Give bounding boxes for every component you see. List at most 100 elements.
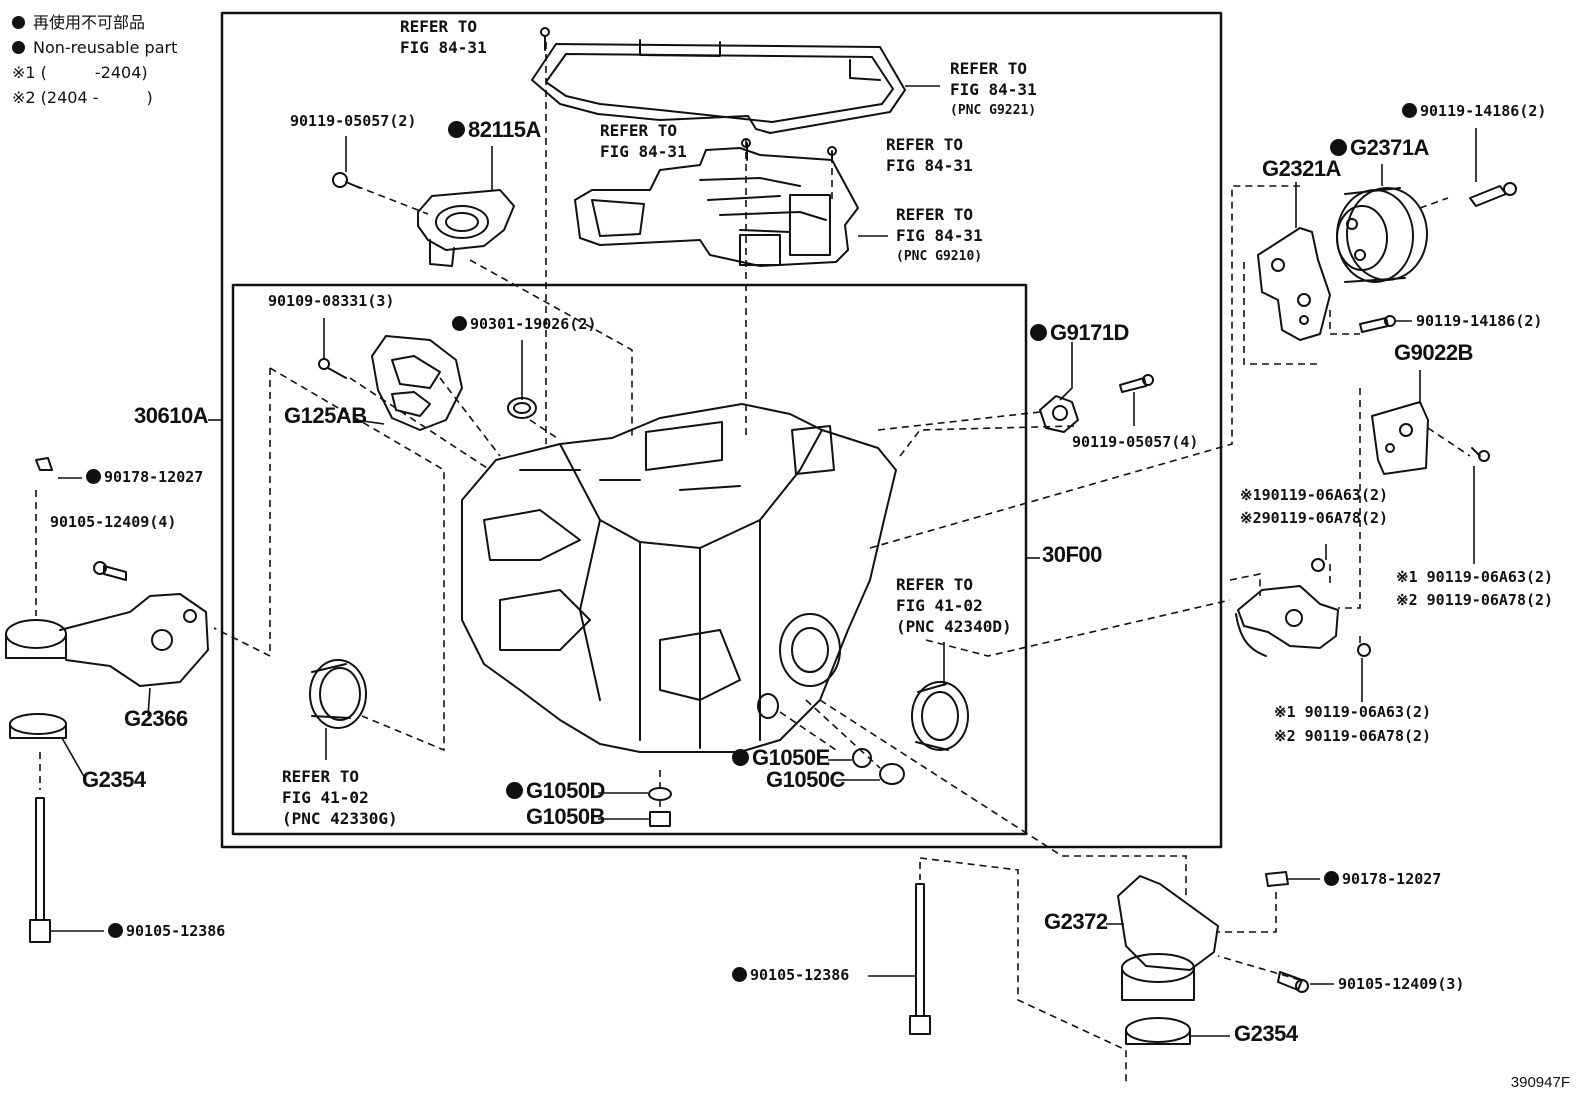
plug-parts-drawing: [648, 748, 905, 827]
refer-callout-seal-left[interactable]: REFER TO FIG 41-02 (PNC 42330G): [282, 766, 398, 829]
part-82115A[interactable]: 82115A: [448, 119, 541, 141]
refer-callout-mid-b[interactable]: REFER TO FIG 84-31: [886, 134, 973, 176]
bracket-G9022B-drawing: [1371, 401, 1490, 475]
oil-cooler-drawing: [318, 335, 537, 431]
refer-pnc: (PNC G9221): [950, 103, 1037, 118]
refer-line: REFER TO: [896, 575, 974, 594]
part-30F00[interactable]: 30F00: [1042, 542, 1102, 567]
part-30610A[interactable]: 30610A: [134, 403, 209, 428]
valve-body-drawing: [574, 138, 859, 267]
transmission-case-drawing: [461, 403, 897, 753]
part-number: G2371A: [1350, 135, 1429, 160]
refer-line: REFER TO: [950, 59, 1028, 78]
refer-callout-pan[interactable]: REFER TO FIG 84-31 (PNC G9221): [950, 58, 1037, 121]
non-reusable-icon: [108, 923, 123, 938]
bolt-90119-14186-top-drawing: [1469, 182, 1517, 207]
part-90119-05057-4[interactable]: 90119-05057(4): [1072, 433, 1199, 451]
pulley-drawing: [1336, 187, 1428, 283]
part-number: G9171D: [1050, 320, 1129, 345]
part-90119-14186-2-bottom[interactable]: 90119-14186(2): [1416, 312, 1543, 330]
refer-fig: FIG 84-31: [950, 80, 1037, 99]
seal-right-drawing: [911, 681, 969, 751]
part-90119-05057-2[interactable]: 90119-05057(2): [290, 112, 417, 130]
part-G2371A[interactable]: G2371A: [1330, 137, 1429, 159]
bracket-G2321A-drawing: [1257, 227, 1331, 341]
inner-frame: [231, 283, 1028, 836]
part-G2354-left[interactable]: G2354: [82, 767, 146, 792]
refer-callout-mid-a[interactable]: REFER TO FIG 84-31: [600, 120, 687, 162]
non-reusable-icon: [1402, 103, 1417, 118]
part-G2366[interactable]: G2366: [124, 706, 188, 731]
legend-note-1: ※1 ( -2404): [12, 63, 148, 82]
left-mount-drawing: [5, 457, 209, 739]
leader-G125AB: [355, 419, 385, 425]
part-90105-12386-left[interactable]: 90105-12386: [108, 923, 225, 940]
part-G9171D[interactable]: G9171D: [1030, 322, 1129, 344]
non-reusable-icon: [1030, 324, 1047, 341]
part-90178-12027-right[interactable]: 90178-12027: [1324, 871, 1441, 888]
bullet-icon: [12, 16, 25, 29]
part-90178-12027-left[interactable]: 90178-12027: [86, 469, 203, 486]
refer-line: REFER TO: [896, 205, 974, 224]
refer-pnc: (PNC 42330G): [282, 809, 398, 828]
part-G1050C[interactable]: G1050C: [766, 767, 845, 792]
part-x2-90119-06A78-b[interactable]: ※2 90119-06A78(2): [1396, 591, 1554, 609]
part-90119-14186-2-top[interactable]: 90119-14186(2): [1402, 103, 1546, 120]
refer-line: REFER TO: [400, 17, 478, 36]
right-lower-mount-drawing: [1117, 871, 1309, 1045]
non-reusable-icon: [1330, 139, 1347, 156]
refer-fig: FIG 41-02: [282, 788, 369, 807]
part-number: G1050E: [752, 745, 830, 770]
oil-pan-drawing: [531, 27, 906, 134]
part-90105-12409-3[interactable]: 90105-12409(3): [1338, 975, 1465, 993]
non-reusable-icon: [732, 749, 749, 766]
part-G1050D[interactable]: G1050D: [506, 780, 605, 802]
part-x2-90119-06A78-a[interactable]: ※290119-06A78(2): [1240, 509, 1389, 527]
part-G9022B[interactable]: G9022B: [1394, 340, 1473, 365]
legend-note-2: ※2 (2404 - ): [12, 88, 153, 107]
refer-fig: FIG 41-02: [896, 596, 983, 615]
refer-callout-valve[interactable]: REFER TO FIG 84-31 (PNC G9210): [896, 204, 983, 267]
part-G1050E[interactable]: G1050E: [732, 747, 830, 769]
long-bolt-left-drawing: [29, 797, 51, 943]
part-number: 90178-12027: [1342, 870, 1442, 888]
leader-g2354-left: [61, 737, 87, 781]
part-G1050B[interactable]: G1050B: [526, 804, 605, 829]
refer-fig: FIG 84-31: [600, 142, 687, 161]
refer-line: REFER TO: [600, 121, 678, 140]
part-x1-90119-06A63-b[interactable]: ※1 90119-06A63(2): [1396, 568, 1554, 586]
part-G125AB[interactable]: G125AB: [284, 403, 367, 428]
part-90105-12409-4[interactable]: 90105-12409(4): [50, 513, 177, 531]
non-reusable-icon: [452, 316, 467, 331]
refer-callout-seal-right[interactable]: REFER TO FIG 41-02 (PNC 42340D): [896, 574, 1012, 637]
part-G2372[interactable]: G2372: [1044, 909, 1108, 934]
bullet-icon: [12, 41, 25, 54]
part-90109-08331-3[interactable]: 90109-08331(3): [268, 292, 395, 310]
refer-fig: FIG 84-31: [896, 226, 983, 245]
diagram-code: 390947F: [1510, 1074, 1570, 1091]
legend: 再使用不可部品 Non-reusable part ※1 ( -2404) ※2…: [12, 10, 177, 110]
part-G2354-right[interactable]: G2354: [1234, 1021, 1298, 1046]
part-x2-90119-06A78-c[interactable]: ※2 90119-06A78(2): [1274, 727, 1432, 745]
long-bolt-mid-drawing: [909, 883, 931, 1035]
outer-frame: [220, 11, 1223, 849]
seal-left-drawing: [309, 659, 367, 729]
part-G2321A[interactable]: G2321A: [1262, 156, 1341, 181]
part-90301-19026-2[interactable]: 90301-19026(2): [452, 316, 596, 333]
part-x1-90119-06A63-c[interactable]: ※1 90119-06A63(2): [1274, 703, 1432, 721]
sensor-drawing: [1039, 374, 1154, 433]
part-number: 82115A: [468, 117, 541, 142]
solenoid-drawing: [332, 172, 515, 267]
leader-G9171D: [1059, 342, 1073, 401]
refer-callout-top[interactable]: REFER TO FIG 84-31: [400, 16, 487, 58]
part-x1-90119-06A63-a[interactable]: ※190119-06A63(2): [1240, 486, 1389, 504]
part-90105-12386-mid[interactable]: 90105-12386: [732, 967, 849, 984]
refer-fig: FIG 84-31: [886, 156, 973, 175]
refer-fig: FIG 84-31: [400, 38, 487, 57]
part-number: 90119-14186(2): [1420, 102, 1547, 120]
refer-pnc: (PNC G9210): [896, 249, 983, 264]
non-reusable-icon: [732, 967, 747, 982]
part-number: G1050D: [526, 778, 605, 803]
